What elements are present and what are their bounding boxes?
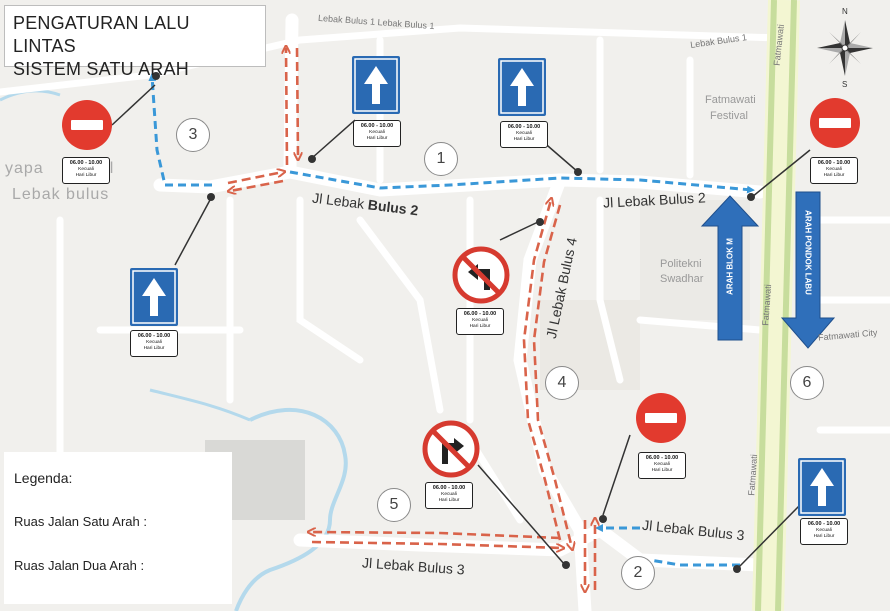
pivot-dot	[747, 193, 755, 201]
pivot-dot	[536, 218, 544, 226]
plate-holiday: Hari Libur	[513, 137, 535, 142]
arah-blok-m-arrow	[700, 195, 760, 341]
arah-blok-m-label: ARAH BLOK M	[725, 238, 735, 295]
plate-time: 06.00 - 10.00	[807, 521, 841, 527]
legend-one-way-label: Ruas Jalan Satu Arah :	[14, 514, 147, 529]
no-left-turn-sign-icon	[452, 246, 510, 304]
poi-fatmawati-festival-line-1: Fatmawati	[705, 94, 756, 106]
poi-politeknik-line-2: Swadhar	[660, 273, 704, 285]
plate-time: 06.00 - 10.00	[507, 124, 541, 130]
plate-holiday: Hari Libur	[438, 498, 460, 503]
plate-except: Kecuali	[369, 130, 385, 135]
legend-title: Legenda:	[14, 470, 73, 486]
plate-time: 06.00 - 10.00	[69, 160, 103, 166]
pivot-dot	[574, 168, 582, 176]
poi-fatmawati-festival-line-2: Festival	[710, 110, 748, 122]
pivot-dot	[308, 155, 316, 163]
one-way-sign-icon	[798, 458, 846, 516]
one-way-route	[148, 73, 755, 567]
plate-holiday: Hari Libur	[813, 534, 835, 539]
compass-icon	[817, 20, 873, 76]
compass-north-label: N	[842, 7, 848, 16]
marker-5: 5	[377, 488, 411, 522]
map-title-box: PENGATURAN LALU LINTAS SISTEM SATU ARAH	[4, 5, 266, 79]
plate-except: Kecuali	[78, 167, 94, 172]
one-way-sign-icon	[498, 58, 546, 116]
marker-1: 1	[424, 142, 458, 176]
plate-holiday: Hari Libur	[143, 346, 165, 351]
title-line-2: SISTEM SATU ARAH	[13, 59, 189, 79]
one-way-sign-icon	[130, 268, 178, 326]
plate-except: Kecuali	[816, 528, 832, 533]
plate-time: 06.00 - 10.00	[463, 311, 497, 317]
title-line-1: PENGATURAN LALU LINTAS	[13, 13, 190, 56]
plate-holiday: Hari Libur	[823, 173, 845, 178]
pivot-dot	[562, 561, 570, 569]
pivot-dot	[733, 565, 741, 573]
legend-two-way-label: Ruas Jalan Dua Arah :	[14, 558, 145, 573]
plate-except: Kecuali	[516, 131, 532, 136]
pivot-dot	[152, 72, 160, 80]
no-entry-sign-icon	[62, 100, 112, 150]
pivot-dot	[599, 515, 607, 523]
plate-holiday: Hari Libur	[366, 136, 388, 141]
marker-2: 2	[621, 556, 655, 590]
poi-hospital-line-2: Lebak bulus	[12, 186, 110, 203]
no-entry-sign-icon	[810, 98, 860, 148]
no-right-turn-sign-icon	[422, 420, 480, 478]
two-way-route	[228, 48, 595, 590]
plate-except: Kecuali	[654, 462, 670, 467]
plate-except: Kecuali	[472, 318, 488, 323]
marker-3: 3	[176, 118, 210, 152]
marker-6: 6	[790, 366, 824, 400]
plate-time: 06.00 - 10.00	[645, 455, 679, 461]
plate-holiday: Hari Libur	[469, 324, 491, 329]
poi-politeknik-line-1: Politekni	[660, 258, 702, 270]
pivot-dot	[207, 193, 215, 201]
sign-pointers	[111, 84, 811, 569]
plate-except: Kecuali	[826, 167, 842, 172]
no-entry-sign-icon	[636, 393, 686, 443]
plate-except: Kecuali	[146, 340, 162, 345]
arah-pondok-labu-arrow	[780, 191, 836, 349]
river	[234, 408, 348, 611]
compass-south-label: S	[842, 80, 848, 89]
plate-time: 06.00 - 10.00	[137, 333, 171, 339]
plate-time: 06.00 - 10.00	[360, 123, 394, 129]
plate-holiday: Hari Libur	[651, 468, 673, 473]
plate-time: 06.00 - 10.00	[432, 485, 466, 491]
plate-except: Kecuali	[441, 492, 457, 497]
plate-holiday: Hari Libur	[75, 173, 97, 178]
marker-4: 4	[545, 366, 579, 400]
legend-box: Legenda: Ruas Jalan Satu Arah : Ruas Jal…	[4, 452, 232, 604]
arah-pondok-labu-label: ARAH PONDOK LABU	[803, 210, 813, 295]
one-way-sign-icon	[352, 56, 400, 114]
plate-time: 06.00 - 10.00	[817, 160, 851, 166]
